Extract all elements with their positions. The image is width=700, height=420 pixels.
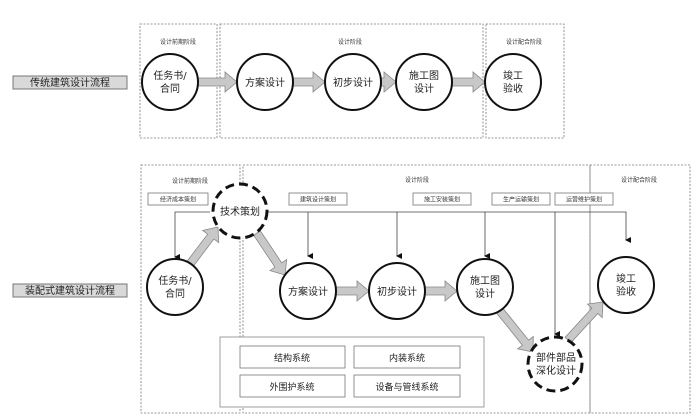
arrow-construction-to-completion — [451, 71, 486, 93]
arrow-preliminary-to-construction — [380, 71, 397, 93]
arrow-scheme-to-preliminary — [292, 71, 326, 93]
svg-text:部件部品: 部件部品 — [536, 351, 576, 364]
svg-text:验收: 验收 — [616, 285, 636, 298]
svg-text:竣工: 竣工 — [616, 272, 636, 285]
prefab-phase-pre — [140, 164, 241, 414]
svg-text:方案设计: 方案设计 — [288, 285, 328, 298]
traditional-node-completion: 竣工 验收 — [484, 53, 542, 111]
system-structure: 结构系统 — [239, 345, 346, 369]
traditional-node-construction-drawing: 施工图 设计 — [395, 53, 453, 111]
svg-text:施工图: 施工图 — [409, 69, 439, 82]
svg-text:任务书/: 任务书/ — [158, 274, 192, 287]
connector-to-task — [174, 211, 210, 260]
svg-text:验收: 验收 — [503, 82, 523, 95]
arrow-construction-to-component — [496, 307, 534, 353]
plan-box-production-transport: 生产运输策划 — [491, 192, 551, 206]
prefab-phase-label-coord: 设计配合阶段 — [621, 176, 657, 184]
plan-box-economic-cost: 经济成本策划 — [147, 192, 209, 206]
prefab-flow: 装配式建筑设计流程 设计前期阶段 设计阶段 设计配合阶段 经济成本策划 建筑设计… — [12, 164, 691, 414]
traditional-node-preliminary: 初步设计 — [324, 53, 382, 111]
svg-text:技术策划: 技术策划 — [220, 205, 260, 218]
svg-text:设计: 设计 — [414, 82, 434, 95]
connector-bus — [264, 211, 631, 243]
system-envelope: 外围护系统 — [239, 374, 346, 398]
svg-text:方案设计: 方案设计 — [245, 76, 285, 89]
prefab-node-task: 任务书/ 合同 — [146, 258, 204, 316]
prefab-node-tech-planning: 技术策划 — [211, 182, 269, 240]
prefab-phase-label-pre: 设计前期阶段 — [172, 177, 208, 185]
prefab-node-scheme: 方案设计 — [279, 262, 337, 320]
prefab-node-construction-drawing: 施工图 设计 — [456, 258, 514, 316]
prefab-node-completion: 竣工 验收 — [597, 256, 655, 314]
svg-text:生产运输策划: 生产运输策划 — [503, 196, 539, 204]
traditional-row-label-box — [12, 75, 128, 90]
traditional-flow: 传统建筑设计流程 设计前期阶段 设计阶段 设计配合阶段 任务书/ 合同 方案设计… — [12, 23, 565, 139]
svg-text:任务书/: 任务书/ — [153, 69, 187, 82]
arrow-component-to-completion — [564, 301, 604, 344]
traditional-phase-label-pre: 设计前期阶段 — [160, 38, 196, 46]
prefab-node-preliminary: 初步设计 — [368, 262, 426, 320]
plan-box-construction-installation: 施工安装策划 — [412, 192, 472, 206]
prefab-node-component-detailing: 部件部品 深化设计 — [526, 335, 584, 393]
svg-text:施工安装策划: 施工安装策划 — [424, 196, 460, 204]
arrow-task-to-scheme — [197, 71, 238, 93]
traditional-phase-label-coord: 设计配合阶段 — [506, 38, 542, 46]
arrow-scheme-to-preliminary — [335, 280, 370, 302]
planning-connectors — [174, 211, 631, 337]
plan-box-operation-maintenance: 运营维护策划 — [554, 192, 614, 206]
system-interior: 内装系统 — [353, 345, 461, 369]
svg-text:竣工: 竣工 — [503, 69, 523, 82]
prefab-row-label: 装配式建筑设计流程 — [25, 284, 115, 297]
svg-text:设备与管线系统: 设备与管线系统 — [375, 381, 438, 393]
svg-text:设计: 设计 — [475, 287, 495, 300]
svg-text:经济成本策划: 经济成本策划 — [160, 196, 196, 204]
traditional-row-label: 传统建筑设计流程 — [30, 76, 110, 89]
prefab-phase-label-design: 设计阶段 — [405, 176, 429, 184]
svg-text:内装系统: 内装系统 — [389, 352, 425, 364]
systems-panel: 结构系统 内装系统 外围护系统 设备与管线系统 — [219, 336, 485, 408]
plan-box-architectural-design: 建筑设计策划 — [288, 192, 348, 206]
svg-text:初步设计: 初步设计 — [333, 76, 373, 89]
arrow-preliminary-to-construction — [424, 280, 458, 302]
svg-text:结构系统: 结构系统 — [274, 352, 310, 364]
system-equipment-pipeline: 设备与管线系统 — [353, 374, 461, 398]
svg-text:建筑设计策划: 建筑设计策划 — [300, 196, 336, 204]
traditional-node-task: 任务书/ 合同 — [141, 53, 199, 111]
prefab-row-label-box — [12, 283, 128, 298]
svg-text:合同: 合同 — [165, 287, 185, 300]
svg-text:运营维护策划: 运营维护策划 — [566, 196, 602, 204]
prefab-phase-coord — [589, 164, 691, 414]
svg-text:合同: 合同 — [160, 82, 180, 95]
traditional-phase-label-design: 设计阶段 — [338, 38, 362, 46]
arrow-task-to-tech — [186, 226, 220, 267]
svg-text:施工图: 施工图 — [470, 274, 500, 287]
arrow-tech-to-scheme — [253, 230, 288, 276]
svg-text:初步设计: 初步设计 — [377, 285, 417, 298]
svg-text:深化设计: 深化设计 — [536, 364, 576, 377]
svg-text:外围护系统: 外围护系统 — [269, 381, 314, 393]
traditional-node-scheme: 方案设计 — [236, 53, 294, 111]
